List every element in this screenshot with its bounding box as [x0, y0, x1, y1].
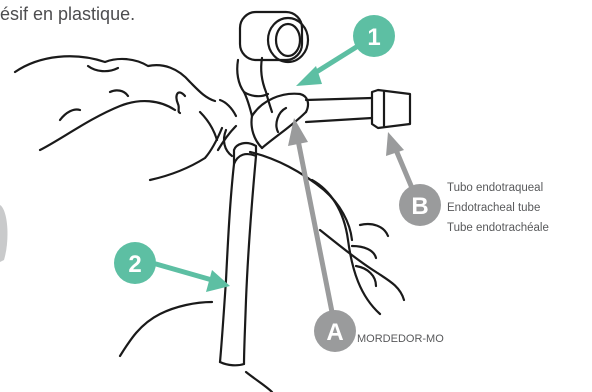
arrow-b	[386, 132, 412, 188]
label-b-line-3: Tube endotrachéale	[447, 218, 549, 238]
label-b-line-2: Endotracheal tube	[447, 198, 549, 218]
cheek-mark	[60, 109, 80, 120]
left-edge-shadow	[0, 205, 7, 262]
hand-finger-1	[360, 224, 388, 236]
shoulder-line	[120, 302, 212, 356]
arrow-icon	[298, 140, 332, 312]
arrow-a	[288, 118, 332, 312]
strap-bottom-top	[244, 92, 268, 96]
neck-strap-left	[220, 164, 234, 362]
strap-upper	[237, 60, 252, 116]
chest-line	[246, 372, 272, 392]
marker-b-text: B	[411, 193, 428, 220]
holder-ring-inner	[276, 24, 300, 56]
arrow-2	[156, 264, 230, 292]
label-a: MORDEDOR-MO	[357, 333, 444, 345]
biteblock-left	[251, 116, 262, 148]
neck-strap-bottom	[220, 362, 244, 365]
eye-line	[110, 90, 128, 96]
marker-1-text: 1	[367, 24, 380, 51]
label-b-line-1: Tubo endotraqueal	[447, 178, 549, 198]
neck-strap-right	[244, 156, 256, 364]
chin-line	[200, 112, 217, 140]
face-lower	[150, 128, 222, 180]
marker-a-text: A	[326, 319, 343, 346]
head-outline	[15, 56, 215, 101]
marker-2-text: 2	[128, 251, 141, 278]
tube-upper	[306, 98, 372, 100]
ear-outline	[176, 92, 185, 113]
tube-connector	[372, 90, 410, 128]
tube-cord	[312, 180, 380, 314]
biteblock-curve	[276, 108, 286, 132]
tube-lower	[306, 118, 372, 122]
lip-upper	[220, 100, 236, 116]
arrow-b-head	[386, 132, 404, 156]
hand-finger-2	[352, 246, 376, 258]
arrow-icon	[396, 150, 412, 188]
arrow-icon	[156, 264, 212, 280]
jaw-line	[40, 101, 175, 150]
label-b: Tubo endotraqueal Endotracheal tube Tube…	[447, 178, 549, 238]
brow-line	[88, 66, 118, 71]
